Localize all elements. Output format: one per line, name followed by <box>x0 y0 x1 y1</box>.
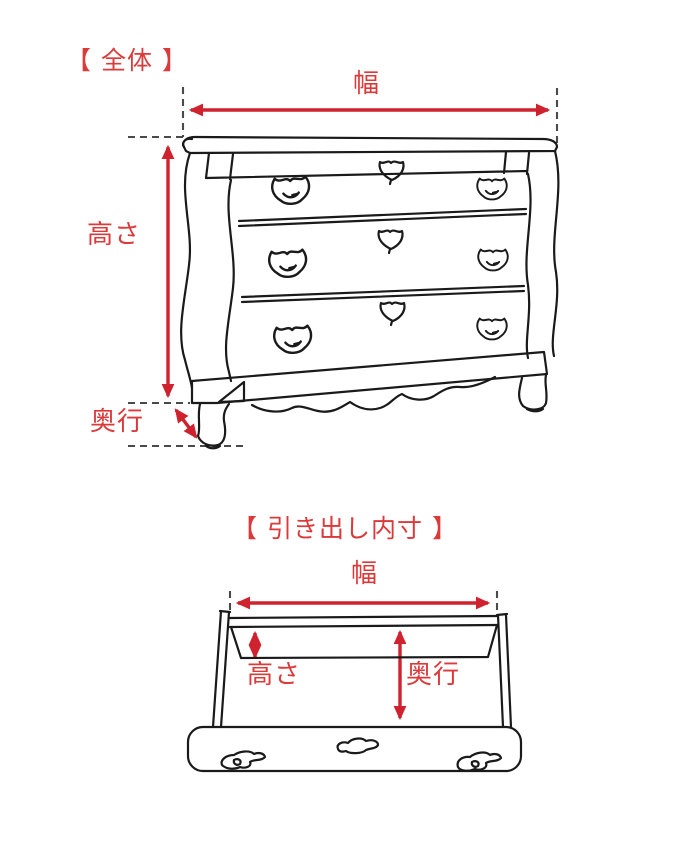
pull-icon <box>476 317 508 341</box>
drawer-ornament-center-icon <box>336 737 380 755</box>
drawer-back-rail <box>228 614 500 629</box>
escutcheon-icon <box>379 301 406 327</box>
drawer-section-title: 【 引き出し内寸 】 <box>232 514 458 543</box>
pull-icon <box>272 324 314 356</box>
pull-icon <box>267 248 309 280</box>
drawer-height-label: 高さ <box>247 660 302 690</box>
chest-right-outer-edge <box>551 149 560 358</box>
overall-section-title: 【 全体 】 <box>66 46 188 75</box>
chest-front-right-leg <box>518 373 548 413</box>
chest-bottom-rail <box>190 350 549 405</box>
dimension-arrows <box>161 103 551 721</box>
chest-illustration <box>180 135 560 450</box>
chest-top-board <box>181 135 559 155</box>
drawer-right-post <box>495 612 513 729</box>
drawer-handle-left-icon <box>220 750 267 770</box>
overall-width-label: 幅 <box>353 69 381 99</box>
escutcheon-icon <box>377 229 404 255</box>
chest-left-stile <box>224 178 235 383</box>
dimension-guide-lines <box>128 87 559 612</box>
overall-depth-arrow <box>174 408 198 439</box>
chest-rear-left-foot <box>217 380 246 404</box>
chest-right-stile <box>525 172 532 360</box>
chest-divider-rail-2 <box>240 284 526 304</box>
chest-divider-rail-1 <box>237 207 528 228</box>
drawer-front-panel <box>186 725 523 773</box>
overall-depth-label: 奥行 <box>90 407 145 437</box>
drawer-depth-label: 奥行 <box>406 660 461 690</box>
chest-apron <box>250 375 497 413</box>
escutcheon-icon <box>378 160 405 186</box>
drawer-illustration <box>186 609 523 773</box>
drawer-left-post <box>211 609 232 729</box>
chest-front-left-leg <box>196 402 231 450</box>
chest-frieze <box>204 150 531 181</box>
drawer-handle-right-icon <box>456 751 503 772</box>
chest-drawer-pulls <box>267 160 509 356</box>
chest-top-lip <box>182 137 194 149</box>
pull-icon <box>270 175 312 207</box>
pull-icon <box>477 248 509 272</box>
overall-height-label: 高さ <box>87 220 142 250</box>
drawer-width-label: 幅 <box>351 559 379 589</box>
drawer-floor-line <box>229 623 499 660</box>
chest-left-outer-edge <box>180 151 194 390</box>
pull-icon <box>476 177 508 201</box>
